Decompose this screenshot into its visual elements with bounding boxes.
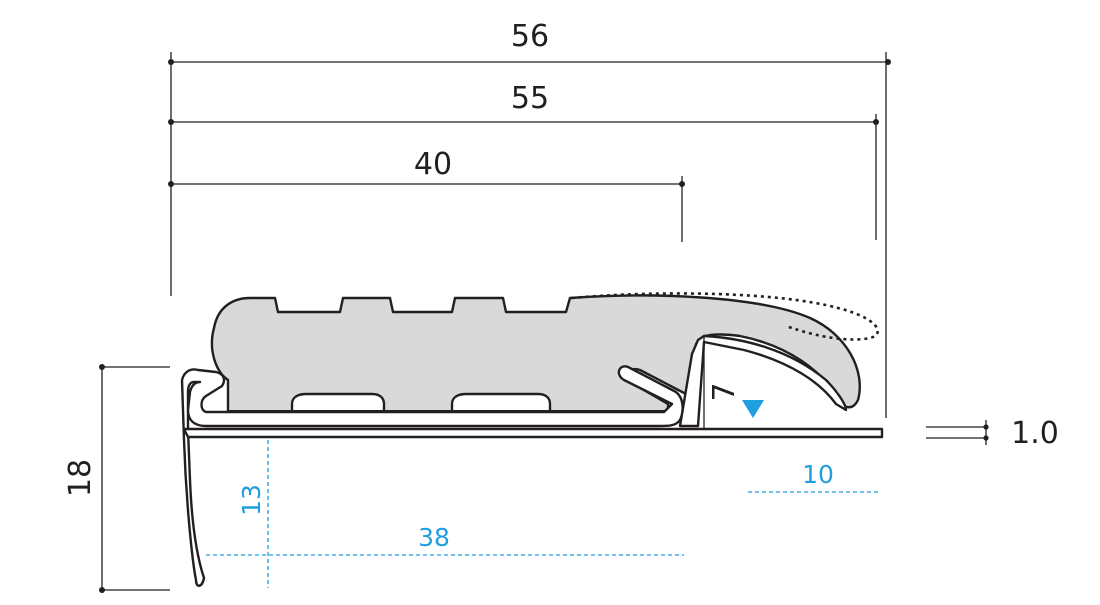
dimension-55-label: 55	[511, 81, 549, 116]
dimension-56-label: 56	[511, 19, 549, 54]
insert-bump-right	[450, 392, 552, 414]
carrier-right-leg	[678, 334, 848, 428]
blue-dimension-13: 13	[237, 440, 269, 588]
blue-dimension-13-label: 13	[237, 484, 266, 516]
dimension-1-0-label: 1.0	[1011, 416, 1059, 451]
insert-bump-left	[290, 392, 386, 414]
dimension-18: 18	[63, 364, 170, 593]
dimension-40: 40	[168, 147, 685, 242]
dimension-55: 55	[168, 81, 879, 240]
blue-dimension-38-label: 38	[418, 523, 450, 552]
base-plate	[182, 427, 884, 439]
blue-dimension-10: 10	[748, 460, 878, 493]
blue-dimension-10-label: 10	[802, 460, 834, 489]
dimension-1-0: 1.0	[926, 416, 1059, 451]
downward-triangle-marker-icon	[742, 400, 764, 418]
dimension-56: 56	[168, 19, 891, 418]
dimension-40-label: 40	[414, 147, 452, 182]
gap-7-label: 7	[707, 382, 742, 401]
blue-dimension-38: 38	[206, 523, 684, 556]
dimension-18-label: 18	[63, 459, 98, 497]
